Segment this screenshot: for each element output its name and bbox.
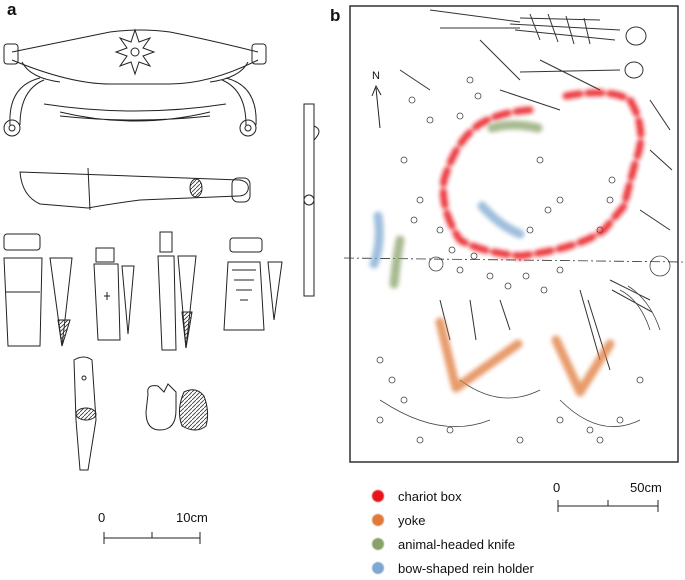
legend: chariot box yoke animal-headed knife bow… (372, 484, 534, 580)
legend-label: yoke (398, 512, 426, 528)
legend-item-animal-headed-knife: animal-headed knife (372, 532, 534, 556)
panel-a-drawings (3, 28, 320, 471)
panel-label-b: b (330, 6, 341, 25)
panel-b-plan (343, 5, 685, 463)
tube-drawing (303, 103, 320, 297)
rein-holder-highlight (369, 201, 525, 269)
legend-swatch-yoke (372, 514, 384, 526)
scale-bar-a (103, 532, 201, 544)
north-arrow (371, 84, 382, 129)
legend-swatch-chariot-box (372, 490, 384, 502)
animal-headed-knife-drawing (19, 167, 251, 211)
chariot-box-highlight (439, 89, 645, 260)
panel-label-a: a (7, 0, 17, 19)
scale-bar-b (557, 500, 659, 512)
scale-a-start: 0 (98, 510, 106, 525)
legend-label: animal-headed knife (398, 536, 516, 552)
knife-highlight (389, 120, 543, 289)
scale-a-end: 10cm (176, 510, 208, 525)
legend-swatch-rein-holder (372, 562, 384, 574)
scale-b-end: 50cm (630, 480, 662, 495)
skeleton-drawings (399, 9, 673, 371)
legend-item-rein-holder: bow-shaped rein holder (372, 556, 534, 580)
scale-b-start: 0 (553, 480, 561, 495)
legend-item-yoke: yoke (372, 508, 534, 532)
scattered-finds (376, 76, 671, 444)
legend-swatch-knife (372, 538, 384, 550)
yoke-highlight (435, 317, 615, 397)
rein-holder-drawing (3, 28, 267, 137)
legend-label: chariot box (398, 488, 462, 504)
legend-label: bow-shaped rein holder (398, 560, 534, 576)
axe-drawings (3, 231, 283, 351)
north-label: N (372, 70, 380, 82)
chisel-and-bell-drawings (73, 356, 209, 471)
legend-item-chariot-box: chariot box (372, 484, 534, 508)
